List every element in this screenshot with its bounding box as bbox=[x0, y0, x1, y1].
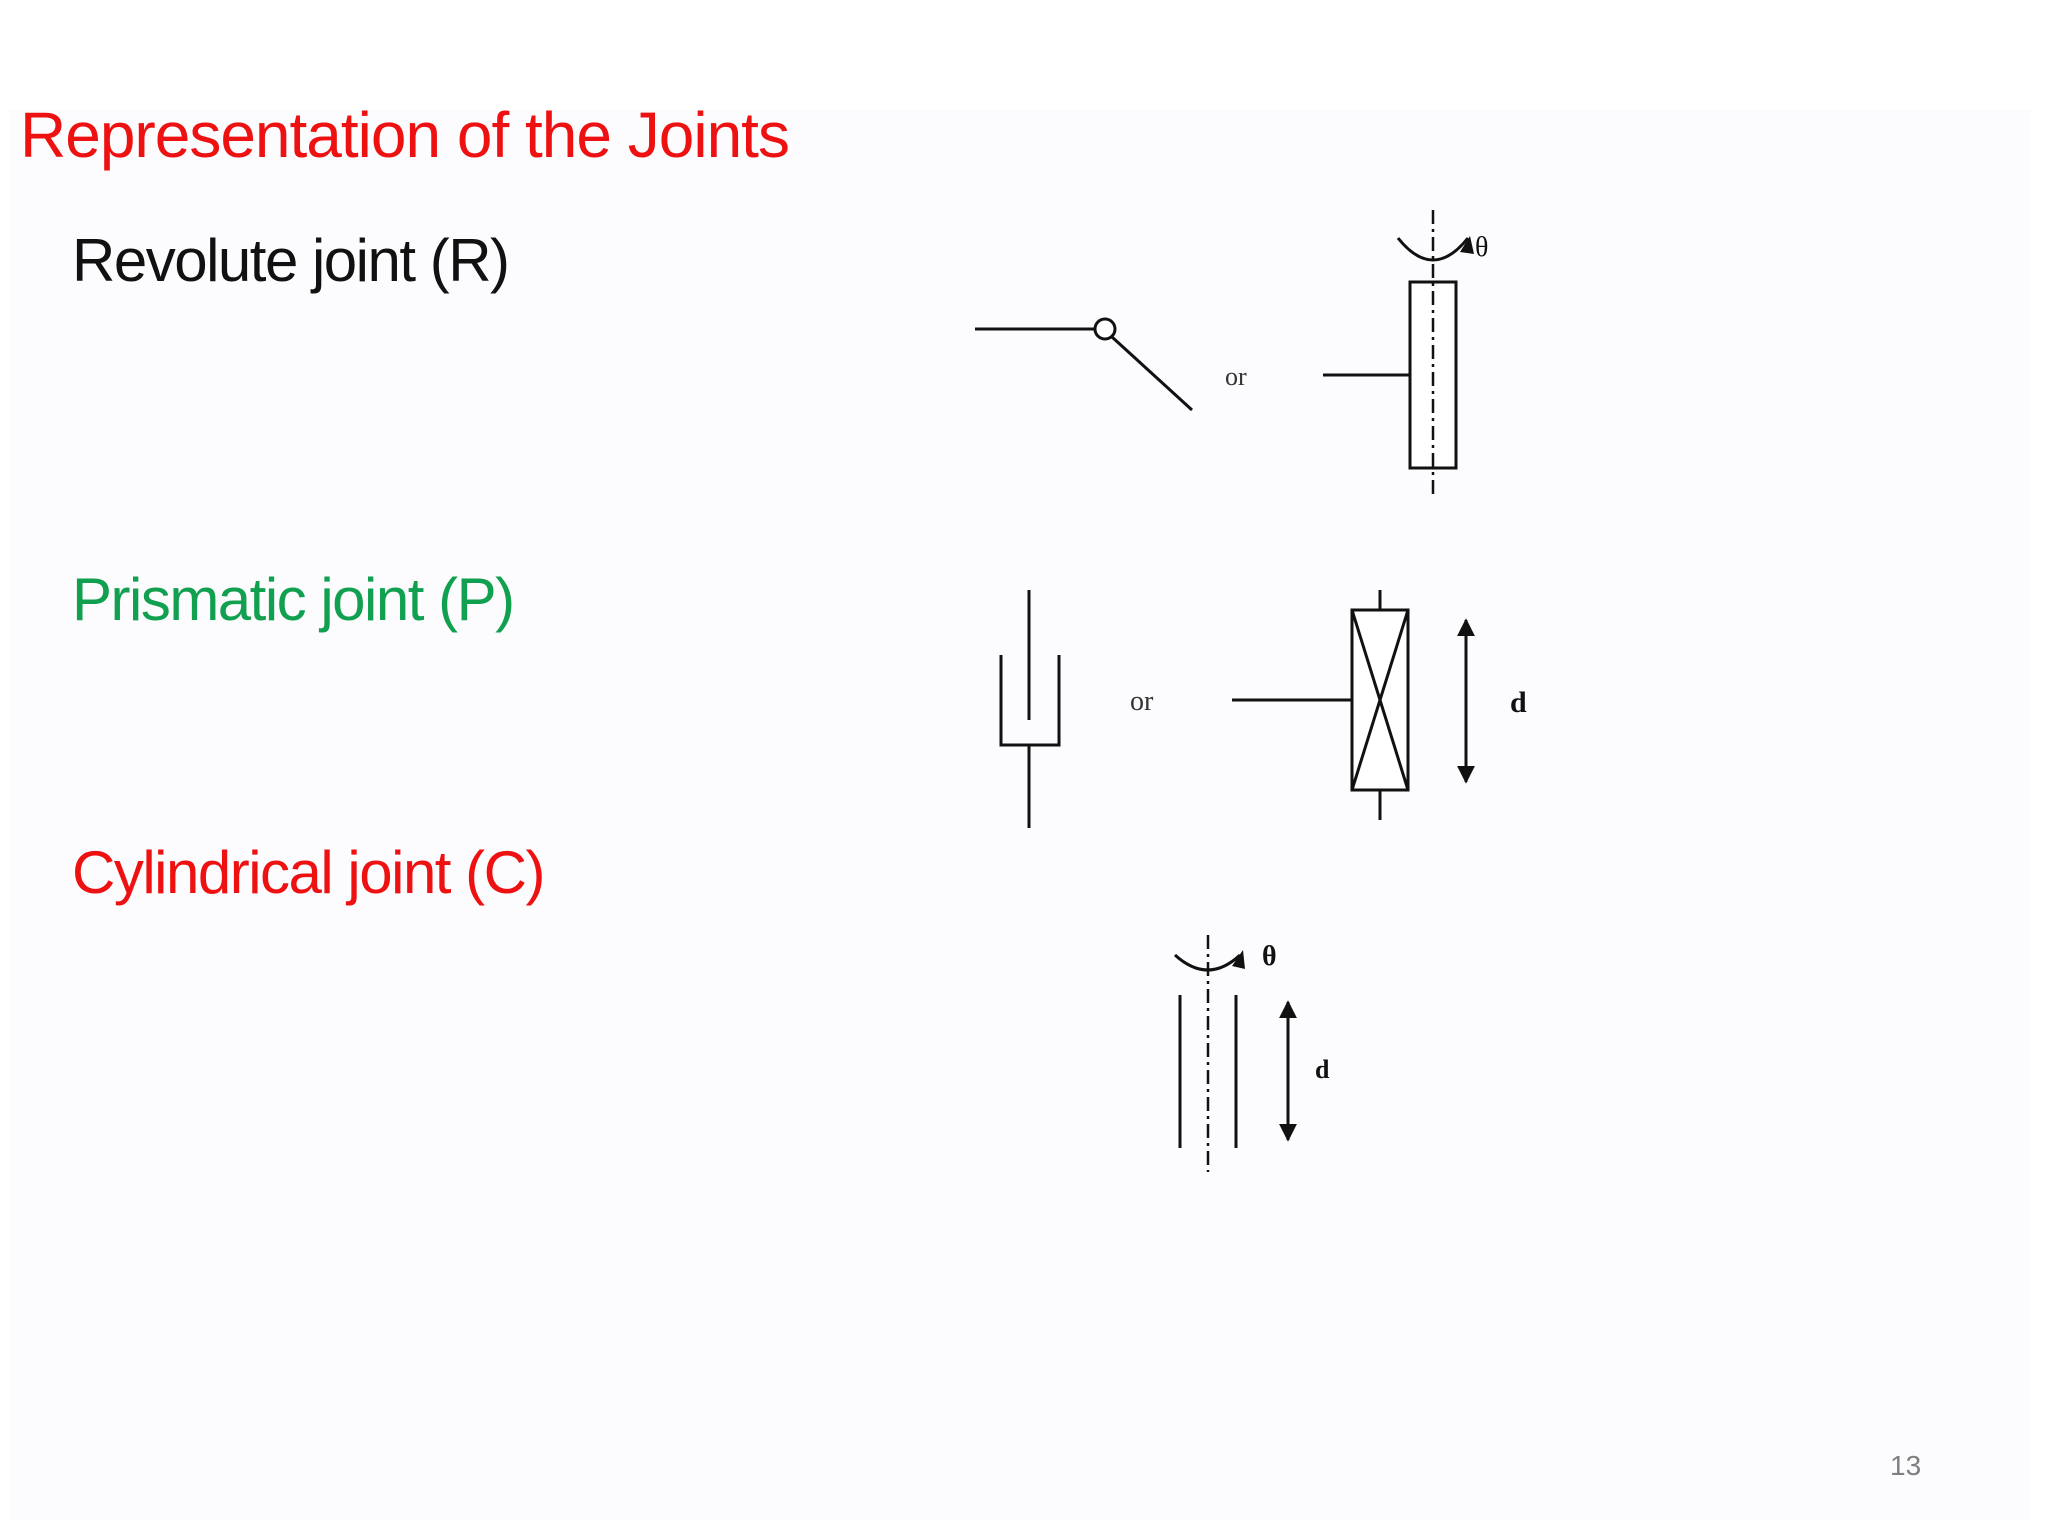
revolute-symbol-b bbox=[1323, 210, 1474, 495]
prismatic-or-text: or bbox=[1130, 686, 1154, 717]
cylindrical-symbol bbox=[1173, 935, 1297, 1172]
prismatic-d-text: d bbox=[1510, 686, 1527, 719]
revolute-joint-label: Revolute joint (R) bbox=[72, 227, 510, 294]
cylindrical-d-text: d bbox=[1315, 1055, 1330, 1084]
slide-background bbox=[10, 110, 2030, 1520]
revolute-symbol-a bbox=[975, 317, 1194, 412]
prismatic-symbol-b bbox=[1232, 590, 1475, 820]
revolute-theta-text: θ bbox=[1475, 232, 1488, 263]
cylindrical-joint-label: Cylindrical joint (C) bbox=[72, 839, 545, 906]
cylindrical-theta-text: θ bbox=[1262, 941, 1277, 972]
prismatic-symbol-a bbox=[999, 590, 1061, 828]
page-number: 13 bbox=[1890, 1450, 1922, 1481]
slide-title: Representation of the Joints bbox=[20, 99, 790, 171]
prismatic-joint-label: Prismatic joint (P) bbox=[72, 566, 515, 633]
revolute-or-text: or bbox=[1225, 362, 1247, 391]
